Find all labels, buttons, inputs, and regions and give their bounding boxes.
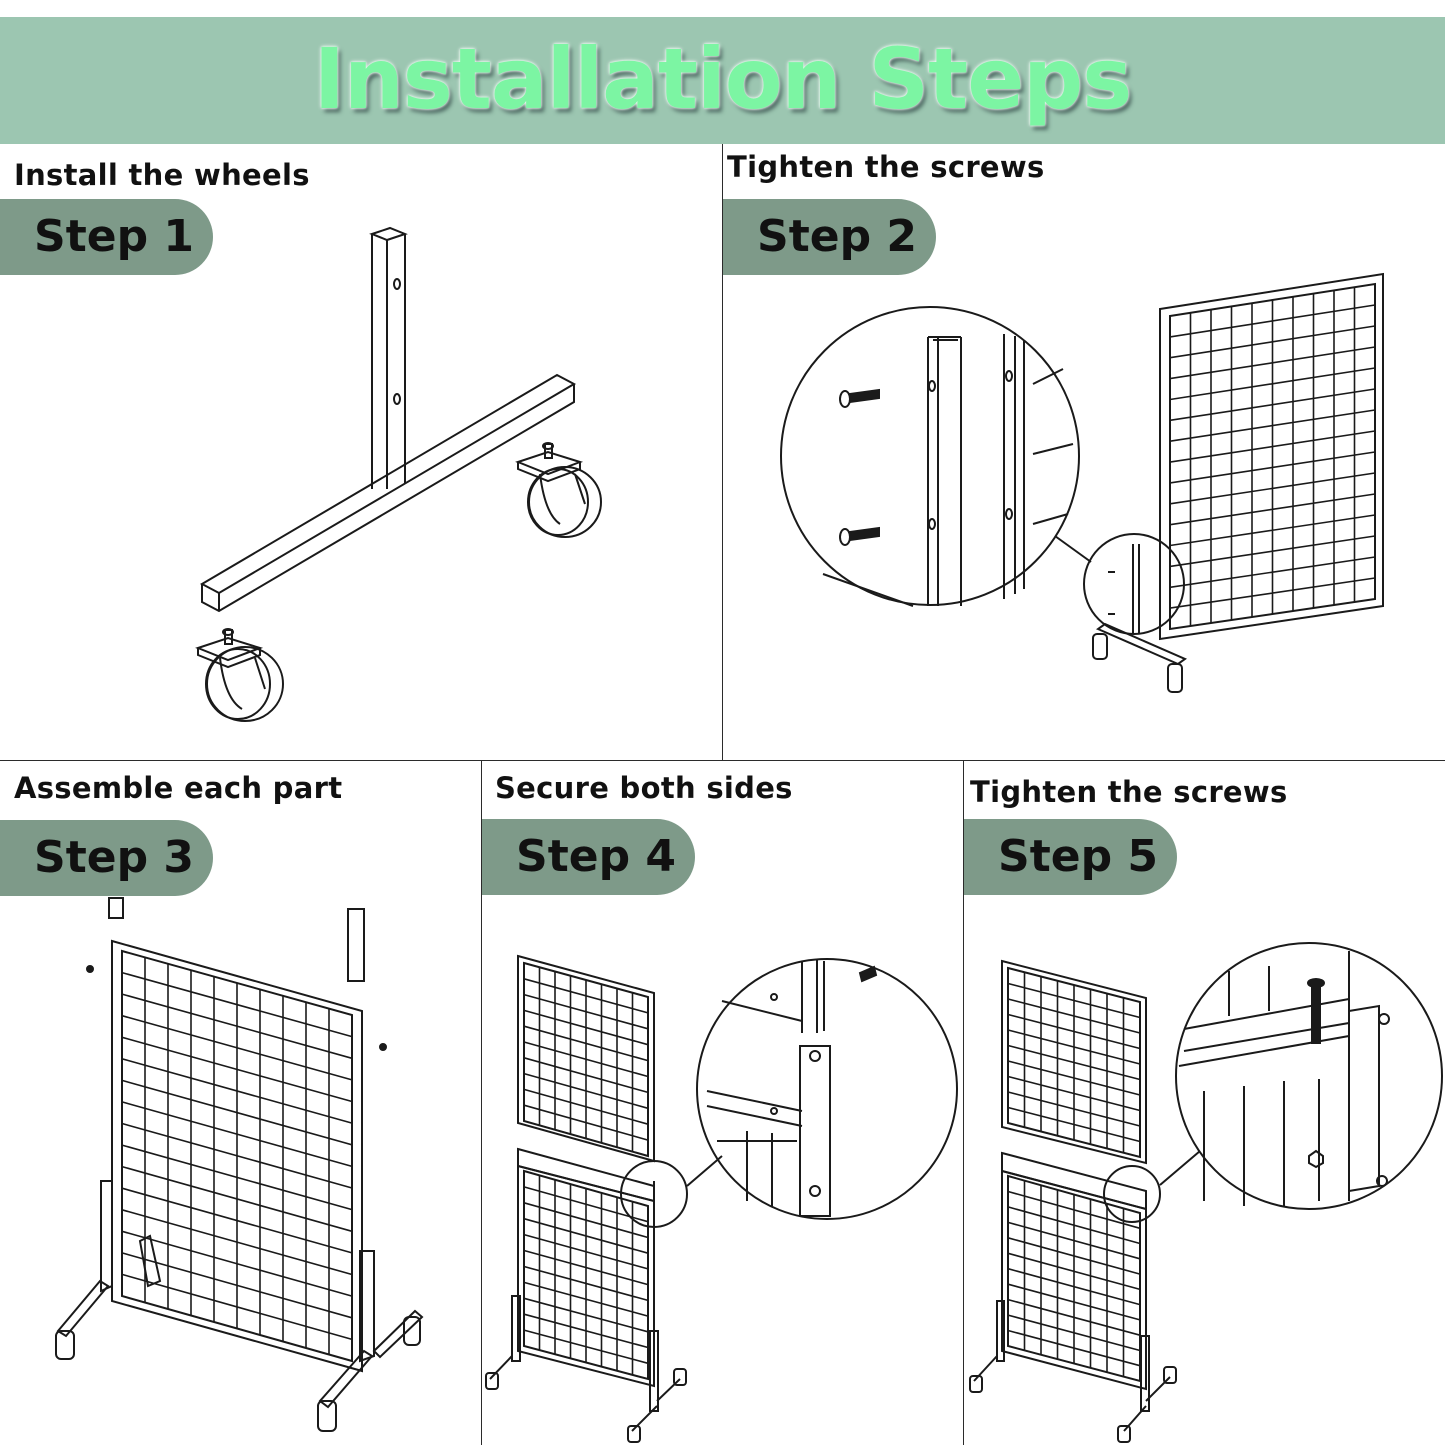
secure-sides-illustration bbox=[482, 761, 963, 1445]
step-3-caption: Assemble each part bbox=[14, 771, 343, 805]
divider-bottom-right bbox=[963, 761, 964, 1445]
assembly-illustration bbox=[0, 761, 481, 1445]
tighten-screws-illustration bbox=[964, 761, 1445, 1445]
step-5-badge: Step 5 bbox=[964, 819, 1177, 895]
detail-zoom-circle bbox=[697, 959, 957, 1219]
grid-panel bbox=[112, 941, 362, 1371]
step-3-label: Step 3 bbox=[34, 832, 194, 883]
stand-legs bbox=[970, 1301, 1176, 1442]
step-1-caption: Install the wheels bbox=[14, 158, 310, 192]
upper-grid-panel bbox=[518, 956, 654, 1161]
detail-zoom-circle bbox=[1176, 943, 1442, 1209]
post-hole bbox=[394, 279, 400, 289]
step-1-panel: Install the wheels Step 1 bbox=[0, 144, 722, 760]
step-4-panel: Secure both sides Step 4 bbox=[482, 761, 963, 1445]
step-2-caption: Tighten the screws bbox=[727, 150, 1045, 184]
zoom-target-circle bbox=[1104, 1166, 1160, 1222]
screw bbox=[87, 966, 386, 1050]
step-4-badge: Step 4 bbox=[482, 819, 695, 895]
screw bbox=[840, 528, 879, 545]
step-1-badge: Step 1 bbox=[0, 199, 213, 275]
step-5-panel: Tighten the screws Step 5 bbox=[964, 761, 1445, 1445]
zoom-leader-line bbox=[1055, 536, 1091, 562]
step-2-badge: Step 2 bbox=[723, 199, 936, 275]
divider-middle-horizontal bbox=[0, 760, 1445, 761]
zoom-leader-line bbox=[1160, 1151, 1200, 1185]
divider-top-vertical bbox=[722, 144, 723, 761]
step-2-label: Step 2 bbox=[757, 211, 917, 262]
base-tube bbox=[202, 375, 574, 611]
step-3-panel: Assemble each part Step 3 bbox=[0, 761, 481, 1445]
header-banner: Installation Steps bbox=[0, 17, 1445, 144]
step-3-badge: Step 3 bbox=[0, 820, 213, 896]
joint-bracket bbox=[518, 1149, 654, 1226]
wheel-base-illustration bbox=[0, 144, 722, 760]
step-4-caption: Secure both sides bbox=[495, 771, 793, 805]
joint-bracket bbox=[1002, 1153, 1146, 1209]
step-5-label: Step 5 bbox=[998, 831, 1158, 882]
caster-wheel-left bbox=[198, 629, 283, 721]
stand-legs bbox=[56, 1181, 422, 1431]
zoom-leader-line bbox=[687, 1156, 722, 1186]
upper-grid-panel bbox=[1002, 961, 1146, 1163]
page-title: Installation Steps bbox=[313, 30, 1133, 128]
caster-wheel-right bbox=[518, 443, 601, 537]
connector-pieces bbox=[109, 898, 364, 981]
screw bbox=[1308, 979, 1324, 1043]
step-4-label: Step 4 bbox=[516, 831, 676, 882]
lower-grid-panel bbox=[518, 1166, 654, 1386]
upright-post bbox=[372, 228, 405, 489]
nut bbox=[1309, 1151, 1323, 1167]
divider-bottom-left bbox=[481, 761, 482, 1445]
step-2-panel: Tighten the screws Step 2 bbox=[723, 144, 1445, 760]
step-1-label: Step 1 bbox=[34, 211, 194, 262]
grid-panel bbox=[1160, 274, 1383, 639]
screw bbox=[840, 390, 879, 407]
stand-base bbox=[1093, 544, 1185, 692]
screw bbox=[860, 967, 876, 981]
step-5-caption: Tighten the screws bbox=[970, 775, 1288, 809]
post-hole bbox=[394, 394, 400, 404]
stand-legs bbox=[486, 1296, 686, 1442]
screw-detail-illustration bbox=[723, 144, 1445, 760]
zoom-target-circle bbox=[621, 1161, 687, 1227]
detail-zoom-circle bbox=[781, 307, 1079, 606]
